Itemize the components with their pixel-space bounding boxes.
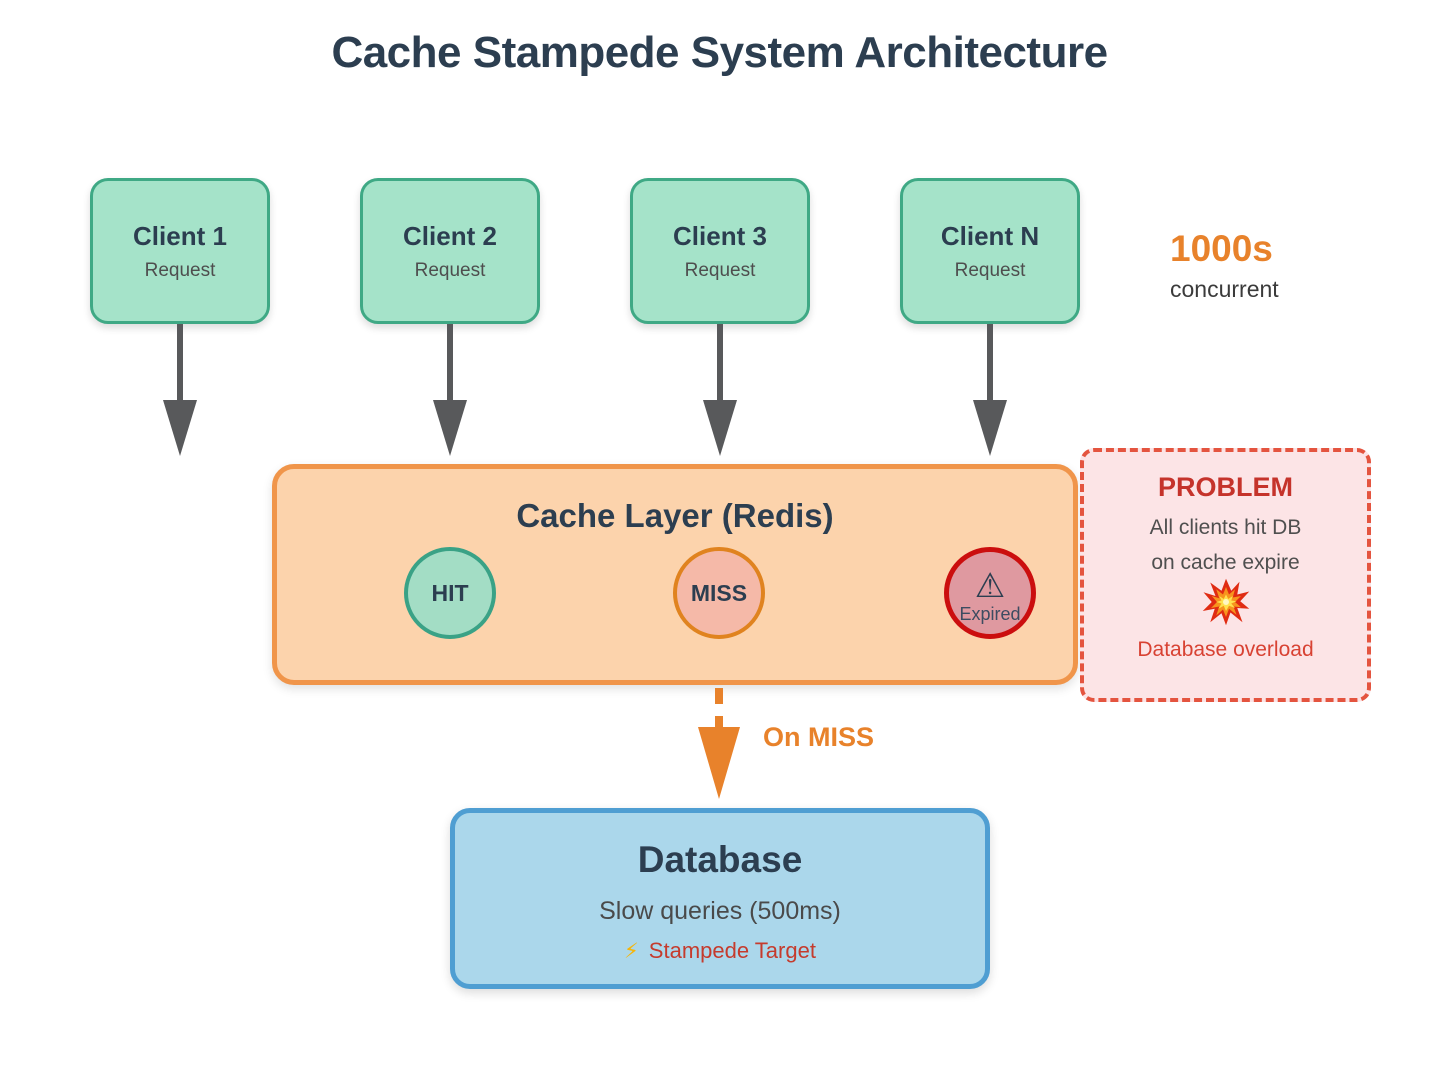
lightning-icon: ⚡ [624, 939, 639, 963]
stampede-target-badge: ⚡ Stampede Target [624, 938, 816, 964]
problem-title: PROBLEM [1158, 472, 1293, 502]
cache-expired-label: Expired [959, 604, 1021, 624]
cache-expired-node: ⚠ Expired [944, 547, 1036, 639]
page-title: Cache Stampede System Architecture [331, 28, 1108, 77]
client-2-request-label: Request [414, 259, 486, 281]
client-1-name: Client 1 [133, 220, 227, 251]
cache-layer-title: Cache Layer (Redis) [516, 497, 834, 534]
arrowhead-client-2-icon [433, 400, 467, 456]
arrowhead-client-n-icon [973, 400, 1007, 456]
problem-callout: PROBLEM All clients hit DB on cache expi… [1080, 448, 1371, 702]
problem-line-2: on cache expire [1151, 551, 1300, 574]
client-3-node: Client 3 Request [630, 178, 810, 324]
explosion-icon [1202, 578, 1249, 626]
client-n-request-label: Request [954, 259, 1026, 281]
cache-miss-node: MISS [673, 547, 765, 639]
cache-miss-label: MISS [690, 579, 748, 606]
client-n-name: Client N [940, 220, 1040, 251]
client-1-request-label: Request [144, 259, 216, 281]
problem-line-1: All clients hit DB [1149, 516, 1302, 539]
cache-layer-node: Cache Layer (Redis) HIT MISS ⚠ Expired [272, 464, 1078, 685]
client-3-name: Client 3 [673, 220, 767, 251]
cache-hit-label: HIT [431, 579, 469, 606]
stampede-target-label: Stampede Target [648, 938, 816, 963]
cache-hit-node: HIT [404, 547, 496, 639]
arrow-client-1-icon [177, 324, 183, 400]
concurrency-value: 1000s [1170, 228, 1273, 269]
client-1-node: Client 1 Request [90, 178, 270, 324]
problem-footer: Database overload [1137, 638, 1314, 661]
arrowhead-client-3-icon [703, 400, 737, 456]
arrow-client-2-icon [447, 324, 453, 400]
client-3-request-label: Request [684, 259, 756, 281]
on-miss-arrowhead-icon [698, 727, 740, 799]
database-node: Database Slow queries (500ms) ⚡ Stampede… [450, 808, 990, 989]
database-title: Database [637, 839, 803, 880]
arrowhead-client-1-icon [163, 400, 197, 456]
warning-icon: ⚠ [974, 567, 1006, 605]
database-subtitle: Slow queries (500ms) [599, 897, 841, 925]
arrow-client-3-icon [717, 324, 723, 400]
client-n-node: Client N Request [900, 178, 1080, 324]
client-2-name: Client 2 [403, 220, 497, 251]
concurrency-note: 1000s concurrent [1170, 228, 1390, 303]
on-miss-label: On MISS [763, 722, 875, 752]
arrow-client-n-icon [987, 324, 993, 400]
concurrency-label: concurrent [1170, 276, 1279, 302]
on-miss-arrow-stem-icon [715, 688, 723, 730]
client-2-node: Client 2 Request [360, 178, 540, 324]
